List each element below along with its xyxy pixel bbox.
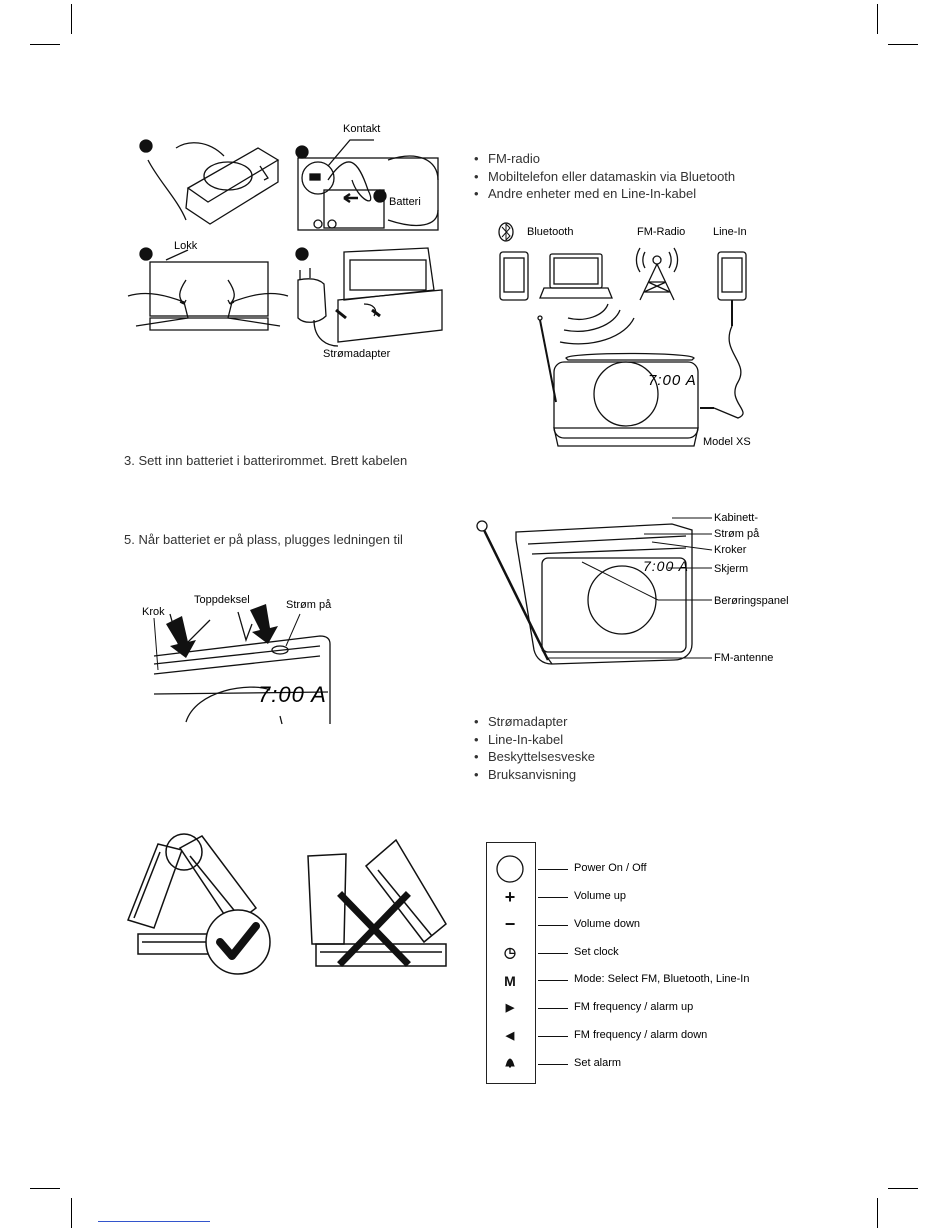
leader-line <box>538 1036 568 1037</box>
display-readout: 7:00 A <box>648 372 697 389</box>
top-cover-illustration <box>140 600 340 730</box>
leader-line <box>538 1008 568 1009</box>
crop-mark <box>877 1198 878 1228</box>
adapter-label: Strømadapter <box>323 348 390 360</box>
leader-line <box>538 897 568 898</box>
battery-label: Batteri <box>389 196 421 208</box>
list-item: Andre enheter med en Line-In-kabel <box>474 185 735 203</box>
antenna-label: FM-antenne <box>714 652 773 664</box>
crop-mark <box>71 1198 72 1228</box>
clock-icon: ◷ <box>490 944 530 961</box>
volume-up-label: Volume up <box>574 890 626 902</box>
set-alarm-label: Set alarm <box>574 1057 621 1069</box>
power-icon <box>495 854 525 884</box>
step-3-text: 3. Sett inn batteriet i batterirommet. B… <box>124 452 407 470</box>
hooks-label: Kroker <box>714 544 746 556</box>
incorrect-open-illustration <box>306 840 456 976</box>
crop-mark <box>888 1188 918 1189</box>
model-label: Model XS <box>703 436 751 448</box>
crop-mark <box>30 44 60 45</box>
mode-label: Mode: Select FM, Bluetooth, Line-In <box>574 973 749 985</box>
play-left-icon: ◀ <box>490 1029 530 1042</box>
display-readout-3: 7:00 A <box>258 682 327 708</box>
contact-label: Kontakt <box>343 123 380 135</box>
list-item: Beskyttelsesveske <box>474 748 595 766</box>
list-item: FM-radio <box>474 150 735 168</box>
line-in-label: Line-In <box>713 226 747 238</box>
crop-mark <box>888 44 918 45</box>
leader-line <box>538 925 568 926</box>
freq-up-label: FM frequency / alarm up <box>574 1001 693 1013</box>
top-cover-label: Toppdeksel <box>194 594 250 606</box>
crop-mark <box>30 1188 60 1189</box>
cabinet-label: Kabinett- <box>714 512 758 524</box>
power-label: Power On / Off <box>574 862 647 874</box>
leader-line <box>538 1064 568 1065</box>
touch-panel-label: Berøringspanel <box>714 595 789 607</box>
minus-icon: − <box>490 914 530 935</box>
leader-line <box>538 869 568 870</box>
freq-down-label: FM frequency / alarm down <box>574 1029 707 1041</box>
mode-icon: M <box>490 973 530 989</box>
sources-list: FM-radio Mobiltelefon eller datamaskin v… <box>474 150 735 203</box>
set-clock-label: Set clock <box>574 946 619 958</box>
list-item: Strømadapter <box>474 713 595 731</box>
lid-label: Lokk <box>174 240 197 252</box>
correct-open-illustration <box>124 828 274 976</box>
connectivity-illustration <box>490 222 770 452</box>
step-5-text: 5. Når batteriet er på plass, plugges le… <box>124 531 403 549</box>
bluetooth-label: Bluetooth <box>527 226 573 238</box>
list-item: Bruksanvisning <box>474 766 595 784</box>
volume-down-label: Volume down <box>574 918 640 930</box>
list-item: Mobiltelefon eller datamaskin via Blueto… <box>474 168 735 186</box>
screen-label: Skjerm <box>714 563 748 575</box>
crop-mark <box>71 4 72 34</box>
fm-radio-label: FM-Radio <box>637 226 685 238</box>
bell-icon <box>504 1057 516 1069</box>
leader-line <box>538 953 568 954</box>
hook-label: Krok <box>142 606 165 618</box>
crop-mark <box>877 4 878 34</box>
list-item: Line-In-kabel <box>474 731 595 749</box>
cover-power-on-label: Strøm på <box>286 599 331 611</box>
device-parts-illustration <box>472 510 812 670</box>
plus-icon: + <box>490 887 530 908</box>
play-right-icon: ▶ <box>490 1001 530 1014</box>
footer-link-line <box>98 1221 210 1222</box>
package-contents-list: Strømadapter Line-In-kabel Beskyttelsesv… <box>474 713 595 783</box>
leader-line <box>538 980 568 981</box>
power-on-label: Strøm på <box>714 528 759 540</box>
display-readout-2: 7:00 A <box>643 558 689 574</box>
